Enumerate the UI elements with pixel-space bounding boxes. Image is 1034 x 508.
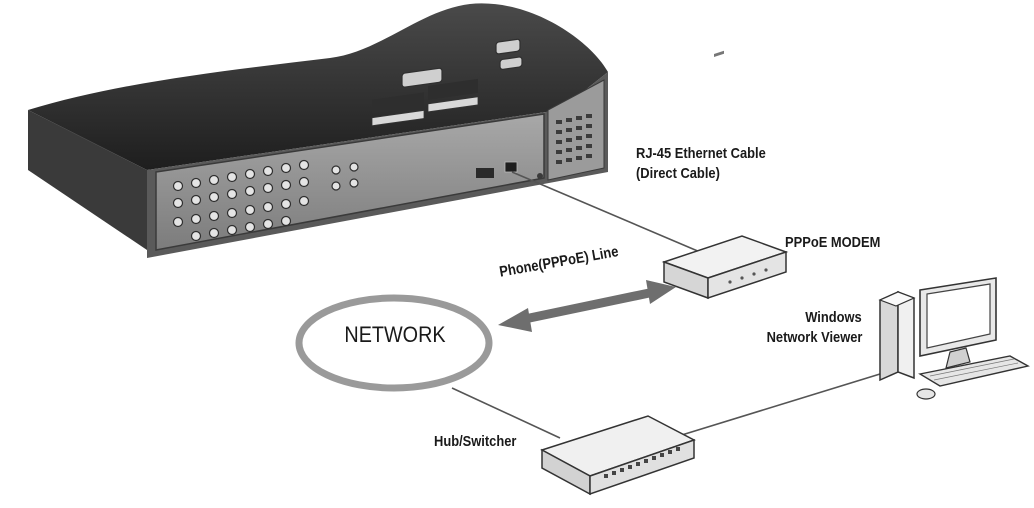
serial-ports (401, 38, 523, 88)
hub-label: Hub/Switcher (434, 433, 517, 450)
dvr-top-surface (28, 3, 608, 171)
usb-ports (476, 168, 494, 178)
modem-side (707, 250, 787, 300)
ethernet-cable (511, 171, 701, 253)
network-to-hub-cable (451, 387, 561, 439)
cable-label-line2: (Direct Cable) (636, 165, 720, 182)
network-label: NETWORK (344, 322, 446, 347)
dvr-recorder (28, 3, 608, 258)
pc-tower-side (897, 290, 915, 380)
modem-leds (728, 268, 768, 284)
ethernet-port (504, 161, 518, 173)
viewer-label-line1: Windows (805, 309, 862, 326)
modem-label: PPPoE MODEM (785, 234, 881, 251)
pc-keyboard (918, 355, 1030, 387)
cables (451, 171, 881, 439)
dvr-left-side (28, 110, 147, 250)
hub-to-pc-cable (671, 373, 881, 439)
pc-tower-top (878, 291, 916, 307)
network-cloud (295, 294, 493, 392)
windows-pc (878, 277, 1030, 400)
pc-keyboard-keys (929, 358, 1019, 381)
pc-monitor-screen (926, 283, 991, 349)
pc-monitor-stand (945, 347, 971, 369)
phone-line-arrow (498, 280, 676, 332)
modem-logo (714, 50, 724, 58)
terminal-strips (371, 78, 479, 127)
io-terminal-grid (556, 114, 592, 164)
panel-screw (537, 173, 543, 179)
cable-label-line1: RJ-45 Ethernet Cable (636, 145, 766, 162)
hub-ports (604, 447, 680, 478)
hub-switcher (540, 415, 696, 496)
bnc-connectors (172, 159, 359, 242)
pc-mouse (916, 388, 936, 400)
pppoe-modem (661, 50, 789, 300)
viewer-label-line2: Network Viewer (766, 329, 862, 346)
